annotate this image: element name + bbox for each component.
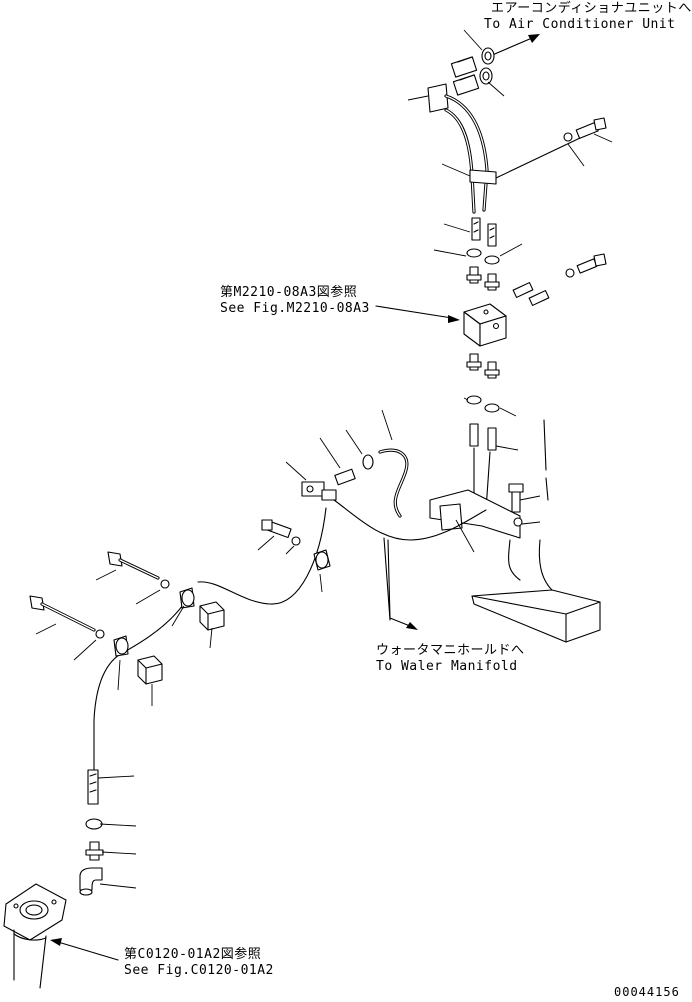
ref2-label-en: See Fig.C0120-01A2	[124, 963, 274, 978]
bolt-valve	[565, 253, 607, 278]
bolt-upper-right	[563, 117, 607, 142]
valve-block	[463, 303, 507, 347]
engine-flange	[3, 883, 67, 989]
curved-hose	[378, 448, 409, 518]
upper-tube	[444, 94, 489, 214]
hoses-lower	[469, 423, 497, 451]
nipples-lower	[466, 353, 500, 379]
main-tube	[93, 499, 487, 771]
upper-hose-clamps	[450, 47, 495, 96]
long-bolt-1	[107, 551, 170, 589]
clamps-upper	[466, 248, 500, 265]
ref1-arrow	[375, 305, 460, 323]
nipples-side	[512, 282, 550, 306]
leader-lines	[35, 29, 613, 889]
clip-2	[179, 587, 195, 609]
upper-bracket	[427, 83, 449, 113]
ac-label-jp: エアーコンディショナユニットへ	[491, 1, 692, 16]
ac-outlet-arrow	[489, 34, 540, 57]
ac-label-en: To Air Conditioner Unit	[484, 17, 676, 32]
ref1-label-jp: 第M2210-08A3図参照	[220, 285, 358, 300]
engine-block-outline	[471, 419, 601, 643]
hose-clamp-mid	[362, 454, 374, 470]
ref2-arrow	[50, 938, 119, 961]
water-manifold-label-en: To Waler Manifold	[376, 659, 518, 674]
clip-1	[313, 549, 331, 571]
hoses-upper	[471, 217, 497, 247]
manifold-bracket	[429, 489, 523, 539]
water-manifold-arrow	[387, 539, 418, 630]
sensor-fitting	[301, 468, 356, 501]
block-2	[137, 655, 163, 685]
nipple-bottom	[85, 841, 104, 861]
bolt-clip-1	[261, 519, 301, 546]
clip-3	[113, 635, 129, 657]
hose-bottom	[87, 769, 99, 805]
ref1-label-en: See Fig.M2210-08A3	[220, 301, 370, 316]
clamps-lower	[466, 395, 500, 413]
elbow-bottom	[79, 867, 103, 896]
long-bolt-2	[29, 595, 105, 639]
tube-clip-upper	[469, 137, 581, 185]
nipples-upper	[466, 266, 500, 291]
ref2-label-jp: 第C0120-01A2図参照	[124, 947, 262, 962]
block-1	[199, 601, 225, 631]
bolt-manifold	[508, 483, 524, 513]
water-manifold-label-jp: ウォータマニホールドへ	[376, 643, 525, 658]
drawing-number: 00044156	[614, 985, 680, 999]
clamp-bottom	[85, 818, 103, 830]
